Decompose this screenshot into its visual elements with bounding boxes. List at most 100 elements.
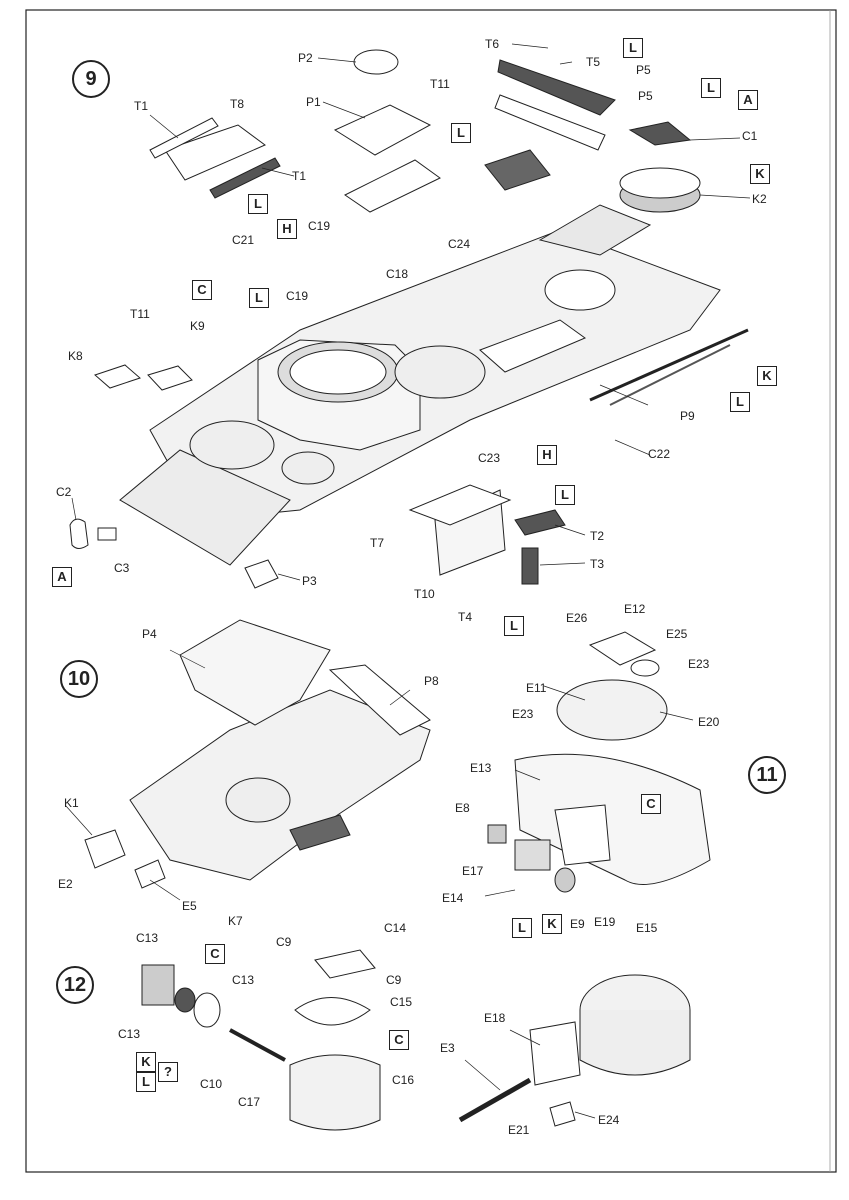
part-label: T11	[130, 307, 150, 321]
part-label: T3	[590, 557, 605, 571]
disc-e25	[630, 659, 660, 677]
part-label: P4	[142, 627, 157, 641]
fan-housing-top	[619, 167, 701, 199]
part-label: C24	[448, 237, 471, 251]
hatch-ring-left	[189, 420, 275, 470]
part-label: T7	[370, 536, 385, 550]
marker-box: A	[738, 90, 758, 110]
part-label: C9	[386, 973, 402, 987]
part-label: C16	[392, 1073, 415, 1087]
rear-plate	[479, 319, 587, 373]
part-label: E25	[666, 627, 688, 641]
marker-box: C	[641, 794, 661, 814]
plate-e12	[588, 631, 657, 666]
marker-box: K	[542, 914, 562, 934]
part-label: T11	[430, 77, 450, 91]
marker-box: C	[389, 1030, 409, 1050]
step-number-11: 11	[748, 756, 786, 794]
part-label: C15	[390, 995, 413, 1009]
vent-opening	[544, 269, 616, 311]
part-label: E9	[570, 917, 585, 931]
part-label: E11	[526, 681, 547, 695]
step-12-drawing	[141, 949, 691, 1131]
mantlet-e18	[529, 1021, 581, 1086]
part-label: E26	[566, 611, 588, 625]
part-label: C13	[118, 1027, 141, 1041]
tow-cable-1	[589, 328, 749, 402]
part-label: K7	[228, 914, 243, 928]
step-number-10: 10	[60, 660, 98, 698]
part-label: T1	[292, 169, 307, 183]
step-9-drawing	[69, 49, 749, 589]
part-label: P1	[306, 95, 321, 109]
part-label: C14	[384, 921, 407, 935]
marker-box: ?	[158, 1062, 178, 1082]
grill-p5	[497, 59, 616, 116]
part-label: E2	[58, 877, 73, 891]
part-e17	[514, 839, 551, 871]
plate-p1	[333, 104, 432, 156]
cap-p2	[353, 49, 399, 75]
strip-t1-top	[149, 117, 219, 159]
lens-c13	[174, 987, 196, 1013]
grill-t2	[514, 509, 566, 536]
part-label: E14	[442, 891, 464, 905]
marker-box: L	[512, 918, 532, 938]
plate-k8	[94, 364, 141, 389]
marker-box: L	[623, 38, 643, 58]
front-glacis	[119, 449, 291, 566]
part-label: E15	[636, 921, 658, 935]
part-label: C17	[238, 1095, 261, 1109]
part-label: C23	[478, 451, 501, 465]
marker-box: K	[750, 164, 770, 184]
turret-wall-e15	[514, 753, 711, 885]
part-label: C21	[232, 233, 255, 247]
part-t3	[521, 547, 539, 585]
marker-box: H	[277, 219, 297, 239]
part-label: P2	[298, 51, 313, 65]
part-label: T2	[590, 529, 605, 543]
part-label: E12	[624, 602, 646, 616]
plate-k9	[147, 365, 193, 391]
page-border	[25, 9, 837, 1173]
leader-lines	[65, 43, 751, 1119]
grill-block	[289, 814, 351, 851]
part-label: E19	[594, 915, 616, 929]
plate-c13	[141, 964, 175, 1006]
part-label: C18	[386, 267, 409, 281]
part-label: P9	[680, 409, 695, 423]
part-label: T4	[458, 610, 473, 624]
frame-p5	[494, 94, 606, 151]
mantlet-e19	[554, 804, 611, 866]
part-e8	[487, 824, 507, 844]
part-label: E20	[698, 715, 720, 729]
part-label: E23	[512, 707, 534, 721]
part-label: E5	[182, 899, 197, 913]
part-label: C13	[232, 973, 255, 987]
part-label: E17	[462, 864, 484, 878]
step-number-9: 9	[72, 60, 110, 98]
marker-box: L	[136, 1072, 156, 1092]
plate-p3	[244, 559, 279, 589]
marker-box: L	[249, 288, 269, 308]
fan-grill	[225, 777, 291, 823]
part-label: C9	[276, 935, 292, 949]
marker-box: L	[555, 485, 575, 505]
part-label: C22	[648, 447, 671, 461]
plate-t8	[164, 124, 266, 181]
plate-e5	[134, 859, 166, 889]
part-label: E23	[688, 657, 710, 671]
part-label: P5	[638, 89, 653, 103]
part-label: E18	[484, 1011, 506, 1025]
turret-roof-e11	[556, 679, 668, 741]
part-c3	[97, 527, 117, 541]
barrel-e3	[458, 1077, 532, 1123]
marker-box: H	[537, 445, 557, 465]
part-label: C10	[200, 1077, 223, 1091]
part-label: P3	[302, 574, 317, 588]
part-label: E3	[440, 1041, 455, 1055]
hatch-c14	[314, 949, 376, 979]
part-label: T8	[230, 97, 245, 111]
marker-box: A	[52, 567, 72, 587]
